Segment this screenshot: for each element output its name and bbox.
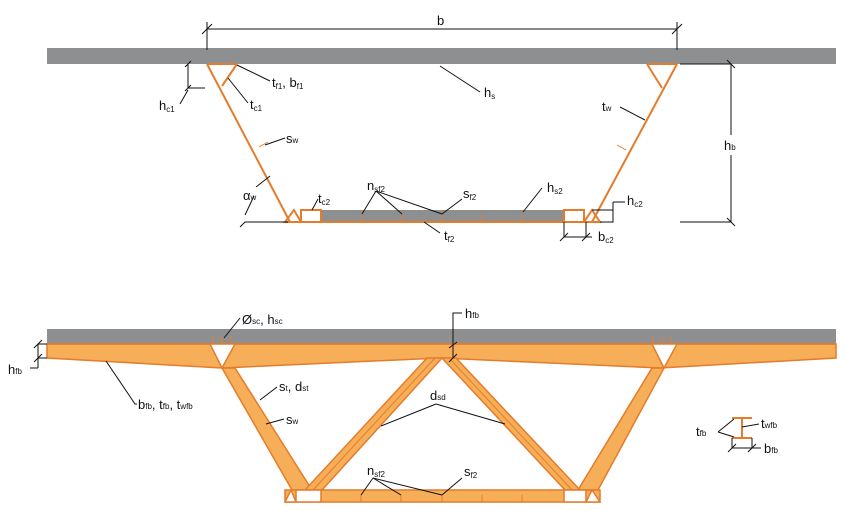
- label-sf2: sf2: [463, 186, 477, 202]
- label-bc2: bc2: [598, 229, 614, 245]
- top-node-right: [650, 343, 679, 370]
- label-tc1: tc1: [250, 97, 263, 113]
- deck-slab: [47, 48, 836, 64]
- top-cross-section: b tf1, bf1 tc1 hc1 hs sw αw tc2 nsf2 sf2…: [47, 13, 836, 245]
- label-sw: sw: [286, 131, 299, 146]
- label-st-dst: st, dst: [279, 379, 309, 394]
- label-nsf2-2: nsf2: [367, 463, 385, 479]
- label-sf2-2: sf2: [464, 464, 478, 480]
- dimension-b: [201, 22, 683, 50]
- leaders-top: [179, 59, 736, 242]
- leaders-bottom: [30, 312, 761, 496]
- labels-bottom: Øsc, hsc hfb hfb bfb, tfb, twfb st, dst …: [8, 306, 778, 480]
- label-tc2: tc2: [318, 191, 331, 207]
- label-tf1-bf1: tf1, bf1: [272, 75, 304, 91]
- label-detail-twfb: twfb: [761, 416, 778, 431]
- label-bfb-tfb-twfb: bfb, tfb, twfb: [138, 397, 193, 412]
- label-nsf2: nsf2: [367, 178, 385, 194]
- label-hc2: hc2: [627, 193, 643, 209]
- bottom-flange: [283, 208, 602, 223]
- label-hfb-node: hfb: [465, 306, 479, 321]
- right-strut: [576, 367, 666, 491]
- label-hb: hb: [724, 138, 736, 153]
- labels-top: b tf1, bf1 tc1 hc1 hs sw αw tc2 nsf2 sf2…: [159, 13, 736, 245]
- label-hs: hs: [484, 85, 495, 101]
- label-hfb: hfb: [8, 362, 22, 377]
- floor-beam: [46, 343, 837, 369]
- bottom-truss-section: Øsc, hsc hfb hfb bfb, tfb, twfb st, dst …: [8, 306, 837, 503]
- label-sw-2: sw: [286, 412, 299, 427]
- deck-slab-2: [47, 329, 836, 344]
- label-hs2: hs2: [547, 180, 563, 196]
- label-detail-tfb: tfb: [696, 424, 707, 439]
- i-section-detail: [732, 417, 752, 439]
- label-tf2: tf2: [444, 228, 455, 244]
- label-alpha-w: αw: [243, 188, 257, 203]
- label-detail-bfb: bfb: [764, 441, 778, 456]
- left-web: [206, 63, 291, 223]
- label-b: b: [437, 13, 444, 28]
- label-dsd: dsd: [430, 388, 446, 403]
- label-tw: tw: [602, 99, 612, 114]
- label-hc1: hc1: [159, 98, 175, 114]
- label-osc-hsc: Øsc, hsc: [242, 312, 283, 327]
- right-web: [591, 63, 678, 223]
